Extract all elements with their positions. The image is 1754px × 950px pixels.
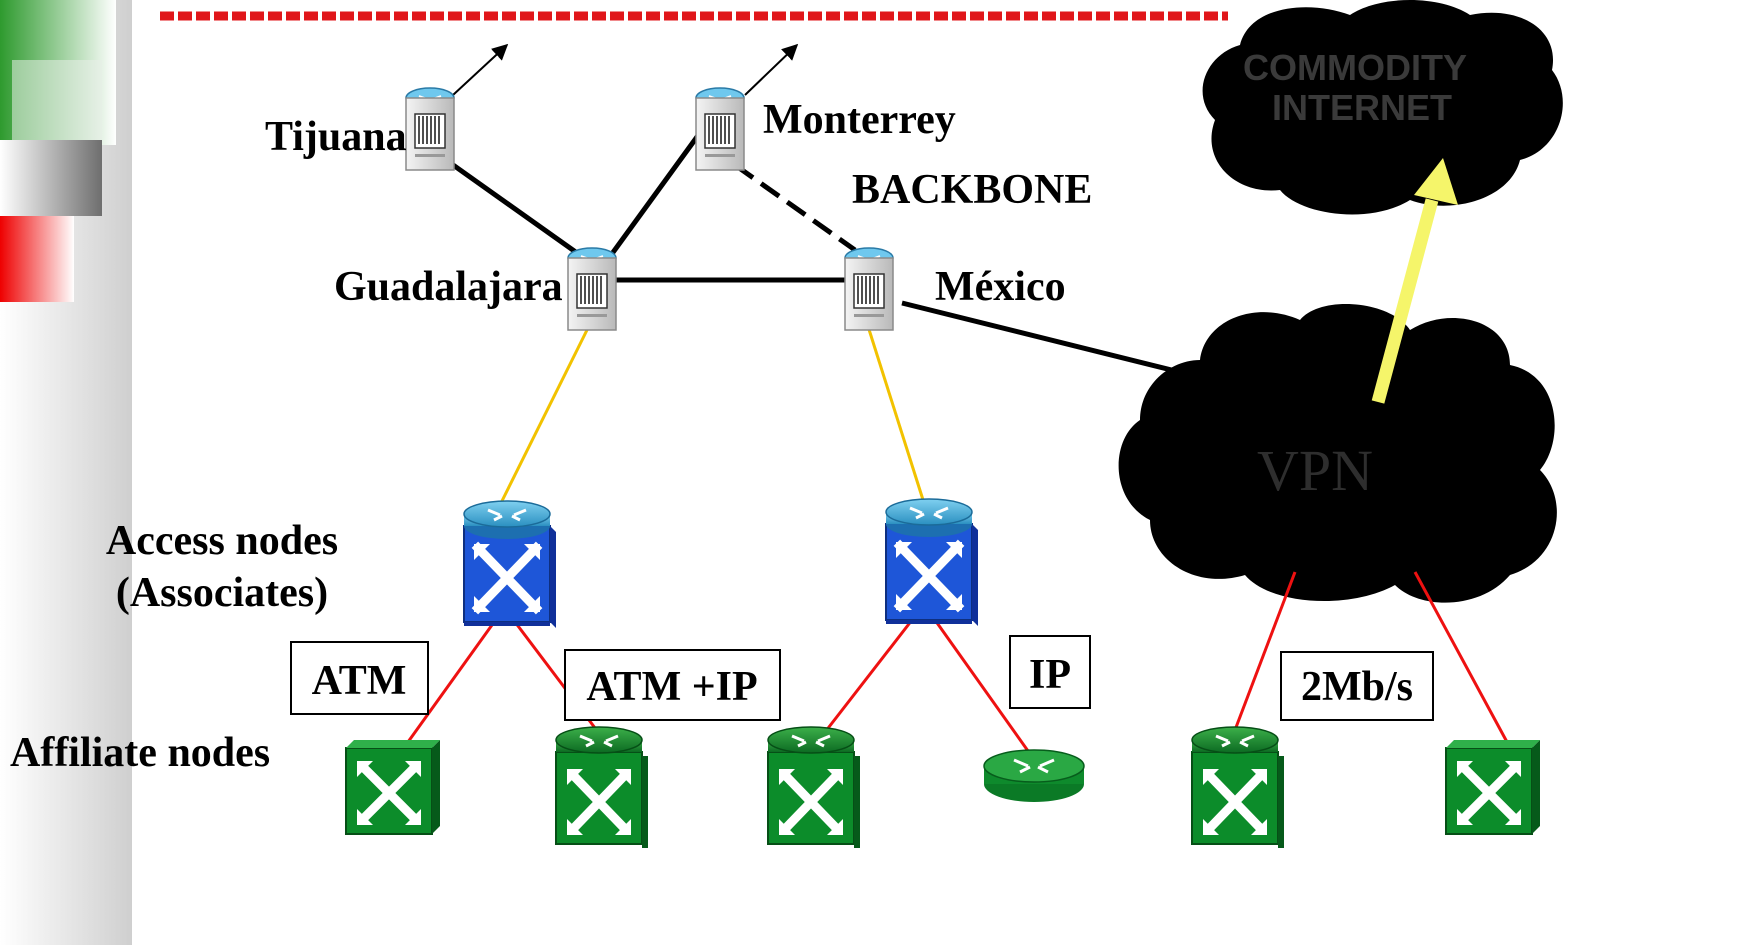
internet-uplink-arrow <box>1371 158 1458 404</box>
rate-label: 2Mb/s <box>1301 664 1413 710</box>
router-label-tijuana: Tijuana <box>265 114 407 160</box>
atm-ip-label-box <box>564 649 781 721</box>
atm-switch-icon <box>1446 740 1540 834</box>
vpn-label: VPN <box>1257 438 1373 503</box>
access-nodes-label-line1: Access nodes <box>106 518 338 564</box>
monterrey-external-arrow <box>744 43 799 96</box>
router-icon <box>982 748 1086 804</box>
router-server-icon <box>695 87 745 171</box>
atm-router-switch-icon <box>556 727 648 848</box>
vpn-cloud: VPN <box>1118 303 1557 603</box>
backbone-links <box>430 128 1241 390</box>
router-label-guadalajara: Guadalajara <box>334 264 563 310</box>
backbone-title: BACKBONE <box>852 167 1092 213</box>
router-server-icon <box>405 87 455 171</box>
access-links <box>498 319 926 506</box>
atm-switch-icon <box>886 499 978 626</box>
router-label-mexico: México <box>935 264 1066 310</box>
atm-switch-icon <box>464 501 556 628</box>
tijuana-external-arrow <box>452 43 509 96</box>
affiliate-links <box>406 571 1509 759</box>
atm-label: ATM <box>312 658 407 704</box>
atm-label-box <box>290 641 429 715</box>
atm-switch-icon <box>346 740 440 834</box>
atm-router-switch-icon <box>768 727 860 848</box>
commodity-label-line1: COMMODITY <box>1243 47 1467 88</box>
router-server-icon <box>844 247 894 331</box>
commodity-label-line2: INTERNET <box>1272 87 1452 128</box>
access-nodes-label-line2: (Associates) <box>116 570 328 616</box>
rate-label-box <box>1280 651 1434 721</box>
router-server-icon <box>567 247 617 331</box>
atm-router-switch-icon <box>1192 727 1284 848</box>
ip-label-box <box>1009 635 1091 709</box>
slide-decoration <box>0 0 132 945</box>
commodity-internet-cloud: COMMODITY INTERNET <box>1202 0 1563 215</box>
atm-ip-label: ATM +IP <box>586 664 757 710</box>
router-label-monterrey: Monterrey <box>763 97 956 143</box>
ip-label: IP <box>1029 652 1071 698</box>
affiliate-nodes-label: Affiliate nodes <box>10 730 270 776</box>
